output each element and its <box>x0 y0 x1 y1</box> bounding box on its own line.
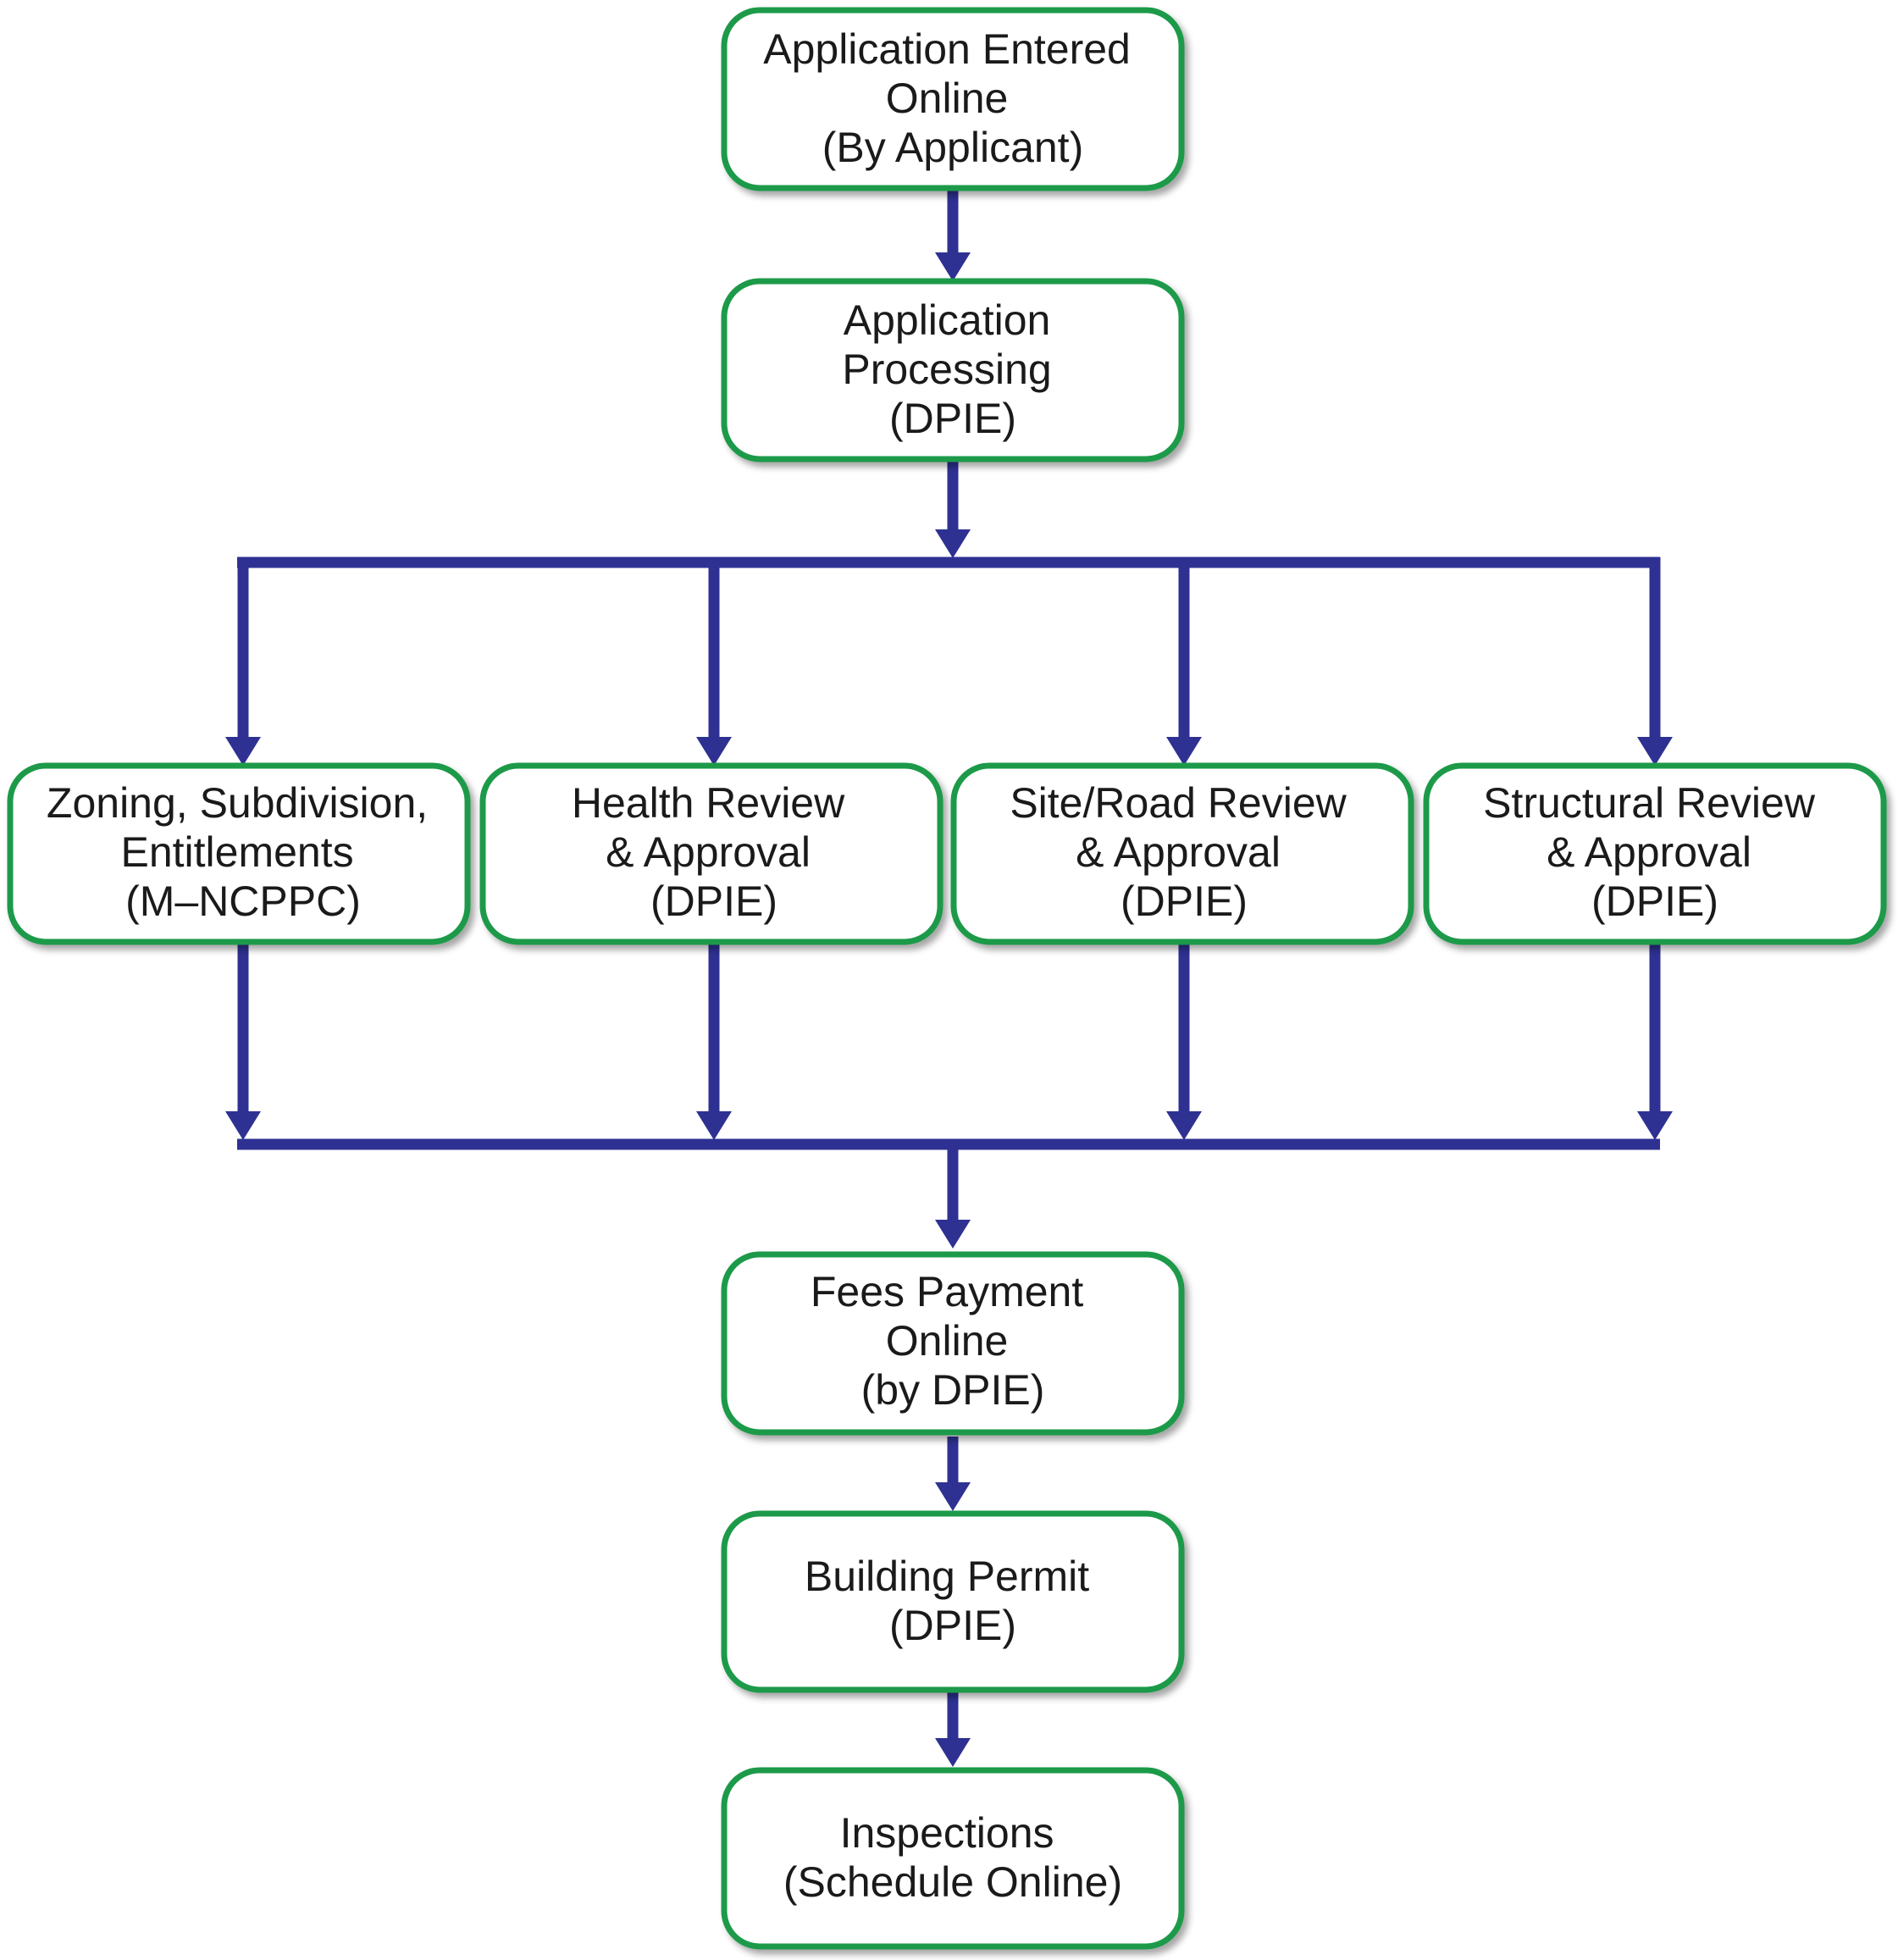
node-label: Structural Review & Approval (DPIE) <box>1483 779 1827 925</box>
node-fees-payment: Fees Payment Online (by DPIE) <box>721 1251 1185 1436</box>
node-label-line: Entitlements <box>120 828 353 876</box>
node-site-road-review: Site/Road Review & Approval (DPIE) <box>950 762 1414 945</box>
node-health-review: Health Review & Approval (DPIE) <box>479 762 943 945</box>
node-label: Inspections (Schedule Online) <box>783 1809 1122 1906</box>
node-label: Zoning, Subdivision, Entitlements (M–NCP… <box>47 779 440 925</box>
node-label-line: (by DPIE) <box>861 1366 1045 1414</box>
node-label-line: Application Entered <box>763 25 1131 73</box>
node-label-line: & Approval <box>606 828 811 876</box>
node-label-line: & Approval <box>1076 828 1281 876</box>
node-box <box>1423 762 1887 945</box>
arrowhead-split-to-site-road <box>1166 737 1202 766</box>
node-label: Health Review & Approval (DPIE) <box>572 779 856 925</box>
arrowhead-fees-to-permit <box>935 1482 971 1511</box>
node-box <box>721 1251 1185 1436</box>
node-box <box>479 762 943 945</box>
node-label: Fees Payment Online (by DPIE) <box>811 1268 1095 1414</box>
node-application-processing: Application Processing (DPIE) <box>721 278 1185 462</box>
node-box <box>950 762 1414 945</box>
node-label: Building Permit (DPIE) <box>805 1553 1101 1649</box>
node-label-line: Processing <box>842 346 1051 393</box>
arrowhead-merge-to-fees <box>935 1220 971 1249</box>
arrowhead-permit-to-inspections <box>935 1738 971 1767</box>
arrowhead-structural-to-merge <box>1637 1111 1673 1140</box>
node-box <box>721 278 1185 462</box>
node-label-line: Site/Road Review <box>1010 779 1347 827</box>
arrowhead-zoning-to-merge <box>225 1111 261 1140</box>
node-label-line: Structural Review <box>1483 779 1816 827</box>
node-box <box>721 1510 1185 1693</box>
node-label: Site/Road Review & Approval (DPIE) <box>1010 779 1358 925</box>
arrowhead-split-to-zoning <box>225 737 261 766</box>
node-label-line: Zoning, Subdivision, <box>47 779 428 827</box>
node-label-line: Online <box>886 75 1009 122</box>
node-label-line: (DPIE) <box>1121 878 1248 925</box>
node-structural-review: Structural Review & Approval (DPIE) <box>1423 762 1887 945</box>
node-label-line: Application <box>844 296 1051 344</box>
arrowhead-site-road-to-merge <box>1166 1111 1202 1140</box>
node-label-line: (DPIE) <box>889 1602 1016 1649</box>
node-label-line: (DPIE) <box>1591 878 1718 925</box>
node-label-line: (DPIE) <box>650 878 777 925</box>
node-label-line: (By Applicant) <box>822 124 1083 171</box>
node-label-line: (M–NCPPC) <box>125 878 361 925</box>
node-label-line: & Approval <box>1547 828 1751 876</box>
node-label-line: Building Permit <box>805 1553 1089 1600</box>
node-label: Application Processing (DPIE) <box>842 296 1063 442</box>
arrowhead-health-to-merge <box>696 1111 732 1140</box>
arrowhead-processing-to-split <box>935 529 971 558</box>
node-zoning-subdivision: Zoning, Subdivision, Entitlements (M–NCP… <box>7 762 471 945</box>
arrowhead-entered-to-processing <box>935 252 971 281</box>
arrowhead-split-to-health <box>696 737 732 766</box>
node-building-permit: Building Permit (DPIE) <box>721 1510 1185 1693</box>
connectors <box>225 191 1673 1767</box>
node-inspections: Inspections (Schedule Online) <box>721 1767 1185 1950</box>
node-label-line: (Schedule Online) <box>783 1858 1122 1906</box>
node-label-line: Online <box>886 1317 1009 1365</box>
node-application-entered: Application Entered Online (By Applicant… <box>721 7 1185 191</box>
node-box <box>7 762 471 945</box>
node-label-line: (DPIE) <box>889 395 1016 442</box>
node-label-line: Health Review <box>572 779 845 827</box>
node-box <box>721 7 1185 191</box>
node-label: Application Entered Online (By Applicant… <box>763 25 1143 171</box>
node-label-line: Inspections <box>840 1809 1054 1857</box>
node-box <box>721 1767 1185 1950</box>
node-label-line: Fees Payment <box>811 1268 1083 1315</box>
arrowhead-split-to-structural <box>1637 737 1673 766</box>
